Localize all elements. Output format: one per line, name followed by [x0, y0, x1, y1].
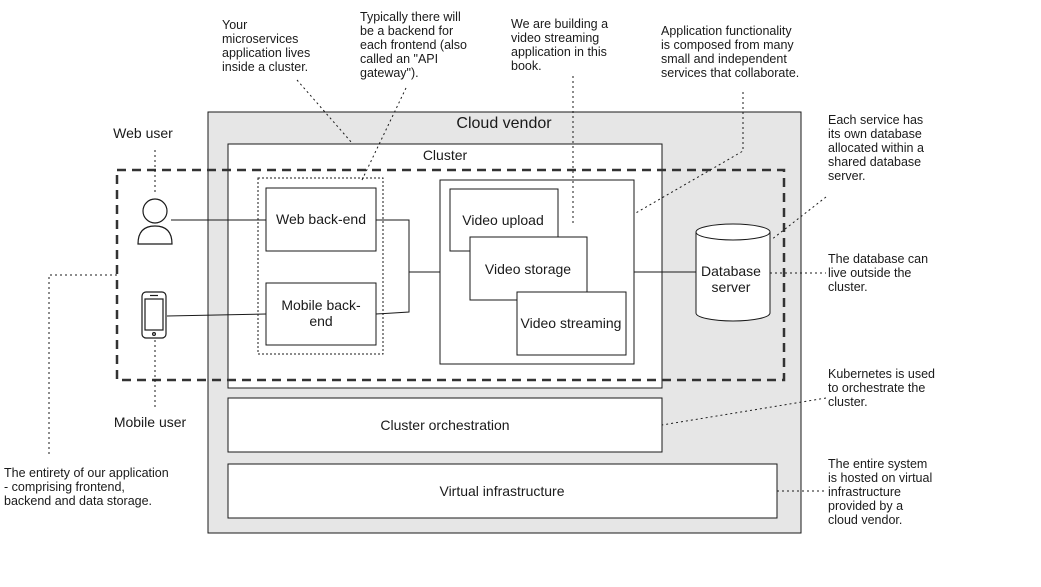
web-user-label: Web user: [113, 125, 173, 141]
database-note-leader: [770, 196, 827, 241]
video-storage-box: [469, 236, 588, 301]
gateway-group: [257, 177, 384, 355]
functionality-note: Application functionality is composed fr…: [661, 24, 799, 80]
mobile-phone-icon: [141, 291, 167, 339]
cluster-orchestration-box: [227, 397, 663, 453]
outside-note: The database can live outside the cluste…: [828, 252, 932, 294]
streaming-note: We are building a video streaming applic…: [511, 17, 612, 73]
kubernetes-note: Kubernetes is used to orchestrate the cl…: [828, 367, 939, 409]
cluster-note-leader: [296, 79, 353, 144]
virtual-infrastructure-label: Virtual infrastructure: [439, 483, 564, 499]
cluster-orchestration-label: Cluster orchestration: [380, 417, 509, 433]
mobile-user-label: Mobile user: [114, 414, 187, 430]
gateway-note-leader: [361, 87, 407, 181]
web-backend-connector: [376, 219, 440, 273]
database-icon: [695, 223, 771, 322]
video-upload-label: Video upload: [462, 212, 543, 228]
mobile-backend-connector: [375, 272, 410, 315]
database-note: Each service has its own database alloca…: [828, 113, 927, 183]
database-label-line1: Database: [701, 263, 761, 279]
application-boundary: [115, 168, 786, 382]
hosted-note: The entire system is hosted on virtual i…: [828, 457, 936, 527]
mobile-backend-label-line1: Mobile back-: [281, 297, 361, 313]
entirety-note: The entirety of our application - compri…: [4, 466, 172, 508]
cloud-vendor-label: Cloud vendor: [456, 115, 552, 132]
annotation-leaders: [48, 76, 827, 492]
mobile-user-connector: [166, 313, 267, 317]
gateway-note: Typically there will be a backend for ea…: [360, 10, 471, 80]
cluster-label: Cluster: [423, 147, 468, 163]
database-label-line2: server: [712, 279, 751, 295]
mobile-backend-box: [265, 282, 377, 346]
mobile-backend-label-line2: end: [309, 313, 332, 329]
virtual-infrastructure-box: [227, 463, 778, 519]
connectors: [166, 219, 696, 317]
cluster-note: Your microservices application lives ins…: [222, 18, 314, 74]
video-streaming-label: Video streaming: [521, 315, 622, 331]
web-user-icon: [137, 198, 173, 245]
web-backend-label: Web back-end: [276, 211, 366, 227]
video-storage-label: Video storage: [485, 261, 571, 277]
entirety-note-leader: [48, 274, 117, 455]
video-streaming-box: [516, 291, 627, 356]
